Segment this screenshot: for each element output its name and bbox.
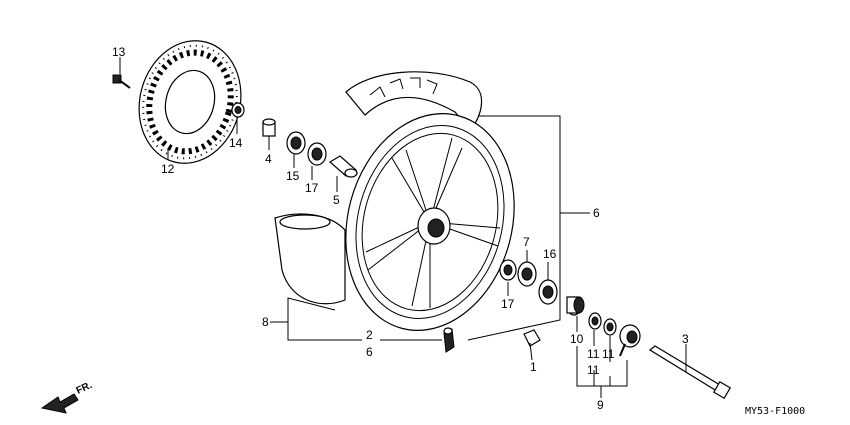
callout-11-c: 11: [587, 363, 600, 377]
callout-1: 1: [530, 360, 537, 374]
front-wheel: [345, 113, 515, 331]
bearing-left: [286, 131, 306, 155]
disc-nut: [231, 102, 245, 118]
callout-5: 5: [333, 193, 340, 207]
callout-15: 15: [286, 169, 300, 183]
callout-13: 13: [112, 45, 126, 59]
callout-11-a: 11: [587, 347, 600, 361]
diagram-code: MY53-F1000: [745, 406, 805, 417]
callout-14: 14: [229, 136, 243, 150]
callout-12: 12: [161, 162, 175, 176]
distance-collar: [328, 155, 358, 178]
dust-seal-right: [499, 259, 517, 281]
tire: [274, 71, 483, 305]
gearbox: [619, 324, 641, 357]
callout-6-wheel: 6: [593, 206, 600, 220]
callout-8: 8: [262, 315, 269, 329]
callout-4: 4: [265, 152, 272, 166]
leader-lines: [119, 57, 687, 398]
callout-17-left: 17: [305, 181, 319, 195]
callout-16: 16: [543, 247, 557, 261]
callout-2: 2: [366, 328, 373, 342]
direction-label: FR.: [75, 380, 94, 397]
front-axle: [648, 345, 732, 400]
brake-disc: [138, 40, 242, 164]
washer-1: [588, 312, 602, 330]
dust-seal-outer: [538, 279, 558, 305]
gear-retainer: [566, 296, 585, 316]
bearing-right: [517, 261, 537, 287]
balance-weight: [523, 329, 541, 347]
callout-6-lower: 6: [366, 345, 373, 359]
disc-bolt: [112, 74, 131, 89]
callout-3: 3: [682, 332, 689, 346]
callout-10: 10: [570, 332, 584, 346]
side-collar: [262, 118, 276, 137]
callout-11-b: 11: [602, 347, 615, 361]
dust-seal-left: [307, 142, 327, 166]
tire-valve: [443, 327, 455, 353]
callout-9: 9: [597, 398, 604, 412]
front-direction-arrow: [40, 393, 79, 414]
callout-17-right: 17: [501, 297, 515, 311]
callout-7: 7: [523, 235, 530, 249]
washer-2: [603, 318, 617, 336]
